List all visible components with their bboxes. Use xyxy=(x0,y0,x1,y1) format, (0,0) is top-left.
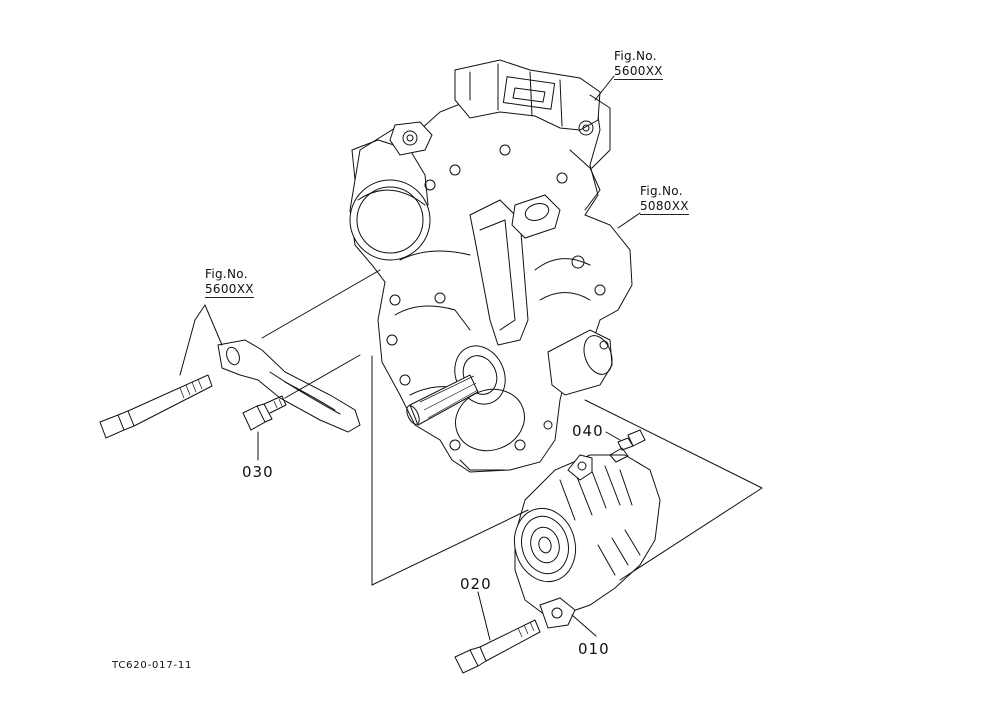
alternator-drawing xyxy=(513,447,661,629)
assembly-lines xyxy=(179,75,763,641)
bolt-030-drawing xyxy=(242,395,287,431)
figure-ref-label: Fig.No. xyxy=(614,49,657,63)
figure-ref-left[interactable]: Fig.No. 5600XX xyxy=(205,268,254,298)
drawing-code: TC620-017-11 xyxy=(112,660,193,671)
figure-ref-top[interactable]: Fig.No. 5600XX xyxy=(614,50,663,80)
figure-ref-number: 5600XX xyxy=(205,282,254,298)
figure-ref-number: 5600XX xyxy=(614,64,663,80)
callout-040[interactable]: 040 xyxy=(572,422,604,440)
figure-ref-label: Fig.No. xyxy=(205,267,248,281)
gear-case-drawing xyxy=(349,59,633,473)
figure-ref-number: 5080XX xyxy=(640,199,689,215)
long-bolt-drawing xyxy=(99,374,213,439)
callout-030[interactable]: 030 xyxy=(242,463,274,481)
figure-ref-label: Fig.No. xyxy=(640,184,683,198)
nut-040-drawing xyxy=(617,429,646,451)
callout-020[interactable]: 020 xyxy=(460,575,492,593)
adjusting-bracket-drawing xyxy=(217,339,361,433)
bolt-020-drawing xyxy=(454,619,541,674)
figure-ref-right[interactable]: Fig.No. 5080XX xyxy=(640,185,689,215)
callout-010[interactable]: 010 xyxy=(578,640,610,658)
